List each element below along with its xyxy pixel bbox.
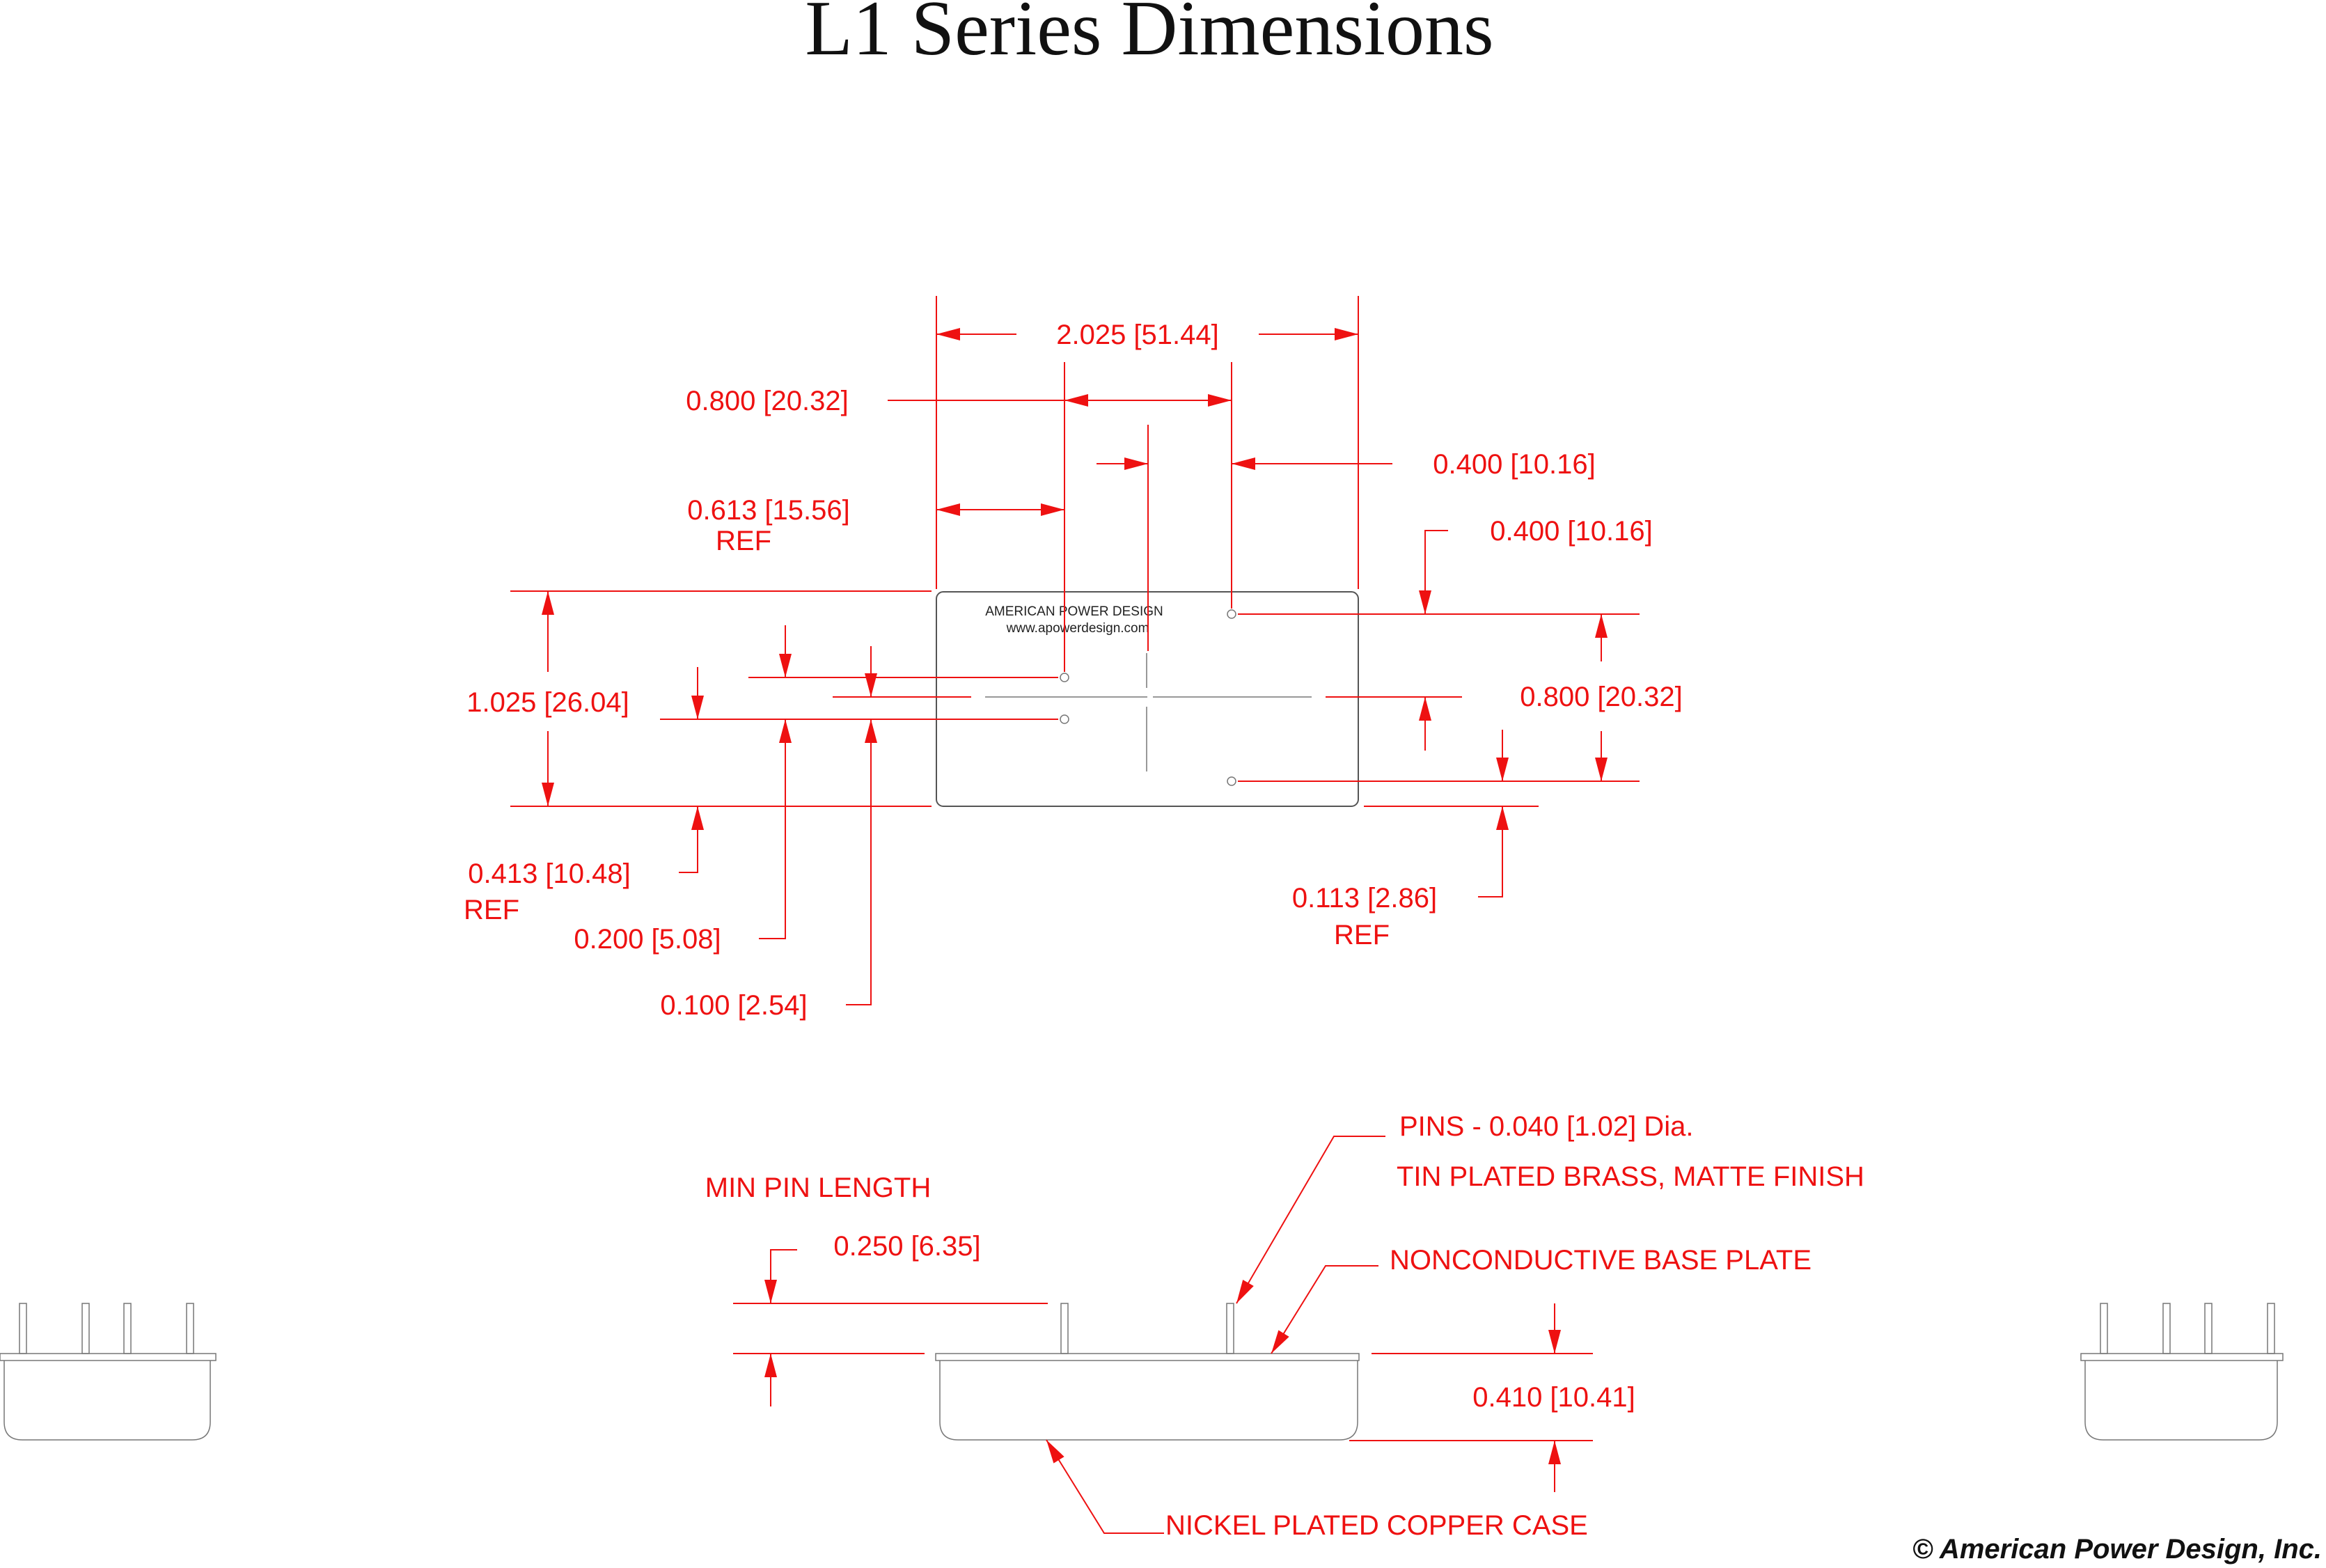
dim-pin-offset-y: 0.400 [10.16] — [1419, 516, 1653, 751]
pins-finish-label: TIN PLATED BRASS, MATTE FINISH — [1397, 1161, 1864, 1192]
dim-pin-pitch-100-label: 0.100 [2.54] — [660, 990, 807, 1021]
pin-circle — [1227, 776, 1236, 786]
min-pin-length-value: 0.250 [6.35] — [833, 1231, 980, 1262]
dim-pin-spacing-y-label: 0.800 [20.32] — [1520, 682, 1683, 712]
top-view: AMERICAN POWER DESIGN www.apowerdesign.c… — [464, 296, 1683, 1021]
centerlines — [985, 653, 1312, 771]
side-view: MIN PIN LENGTH 0.250 [6.35] PINS - 0.040… — [705, 1111, 1864, 1541]
dim-pin-pitch-100: 0.100 [2.54] — [660, 646, 877, 1021]
case-note: NICKEL PLATED COPPER CASE — [1041, 1436, 1588, 1541]
base-plate-label: NONCONDUCTIVE BASE PLATE — [1390, 1245, 1812, 1276]
dim-edge-to-pin-right-label: 0.113 [2.86] — [1292, 883, 1437, 914]
pins-note-label: PINS - 0.040 [1.02] Dia. — [1399, 1111, 1693, 1142]
dim-pin-pitch-200: 0.200 [5.08] — [574, 625, 792, 955]
dim-pin-spacing-y: 0.800 [20.32] — [1520, 614, 1683, 781]
end-view-right — [2080, 1303, 2284, 1441]
dim-pin-spacing-x-label: 0.800 [20.32] — [686, 386, 849, 416]
website-text: www.apowerdesign.com — [1006, 621, 1149, 636]
extension-lines — [510, 296, 1640, 807]
base-plate-note: NONCONDUCTIVE BASE PLATE — [1266, 1245, 1812, 1357]
case-label: NICKEL PLATED COPPER CASE — [1165, 1510, 1588, 1541]
page-title: L1 Series Dimensions — [805, 0, 1493, 72]
dim-edge-to-pin-ref: 0.613 [15.56] REF — [687, 495, 1064, 556]
pin — [1226, 1303, 1234, 1354]
pin-circle — [1060, 673, 1069, 682]
pin-circle — [1060, 714, 1069, 724]
side-extension-lines — [733, 1303, 1593, 1441]
dim-edge-to-pin-right: 0.113 [2.86] REF — [1292, 730, 1509, 950]
end-view-left — [0, 1303, 217, 1441]
dim-center-to-pin-label: 0.400 [10.16] — [1433, 449, 1596, 480]
dim-overall-length-label: 2.025 [51.44] — [1056, 320, 1219, 350]
ref-label: REF — [464, 895, 519, 925]
dim-min-pin-length: MIN PIN LENGTH 0.250 [6.35] — [705, 1173, 981, 1406]
min-pin-length-label: MIN PIN LENGTH — [705, 1173, 931, 1203]
dim-overall-length: 2.025 [51.44] — [936, 320, 1358, 350]
dim-center-to-pin: 0.400 [10.16] — [1097, 449, 1596, 480]
dim-edge-to-pin-ref-y-label: 0.413 [10.48] — [468, 859, 631, 889]
copyright-text: © American Power Design, Inc. — [1912, 1534, 2322, 1565]
pin — [1060, 1303, 1069, 1354]
ref-label: REF — [1334, 920, 1390, 950]
dim-pin-pitch-200-label: 0.200 [5.08] — [574, 924, 721, 955]
pin-circle — [1227, 609, 1236, 619]
dim-pin-offset-y-label: 0.400 [10.16] — [1490, 516, 1653, 547]
pins-note: PINS - 0.040 [1.02] Dia. TIN PLATED BRAS… — [1231, 1111, 1864, 1307]
dim-height-label: 0.410 [10.41] — [1472, 1382, 1635, 1413]
copper-case — [939, 1361, 1358, 1441]
dim-pin-spacing-x: 0.800 [20.32] — [686, 386, 1232, 416]
dim-overall-width: 1.025 [26.04] — [466, 591, 629, 806]
dim-edge-to-pin-ref-y: 0.413 [10.48] REF — [464, 667, 704, 925]
dim-edge-to-pin-ref-label: 0.613 [15.56] — [687, 495, 850, 526]
brand-text: AMERICAN POWER DESIGN — [985, 604, 1163, 619]
dim-overall-width-label: 1.025 [26.04] — [466, 687, 629, 718]
dim-height: 0.410 [10.41] — [1472, 1303, 1635, 1492]
base-plate — [935, 1353, 1360, 1361]
ref-label: REF — [716, 526, 771, 556]
